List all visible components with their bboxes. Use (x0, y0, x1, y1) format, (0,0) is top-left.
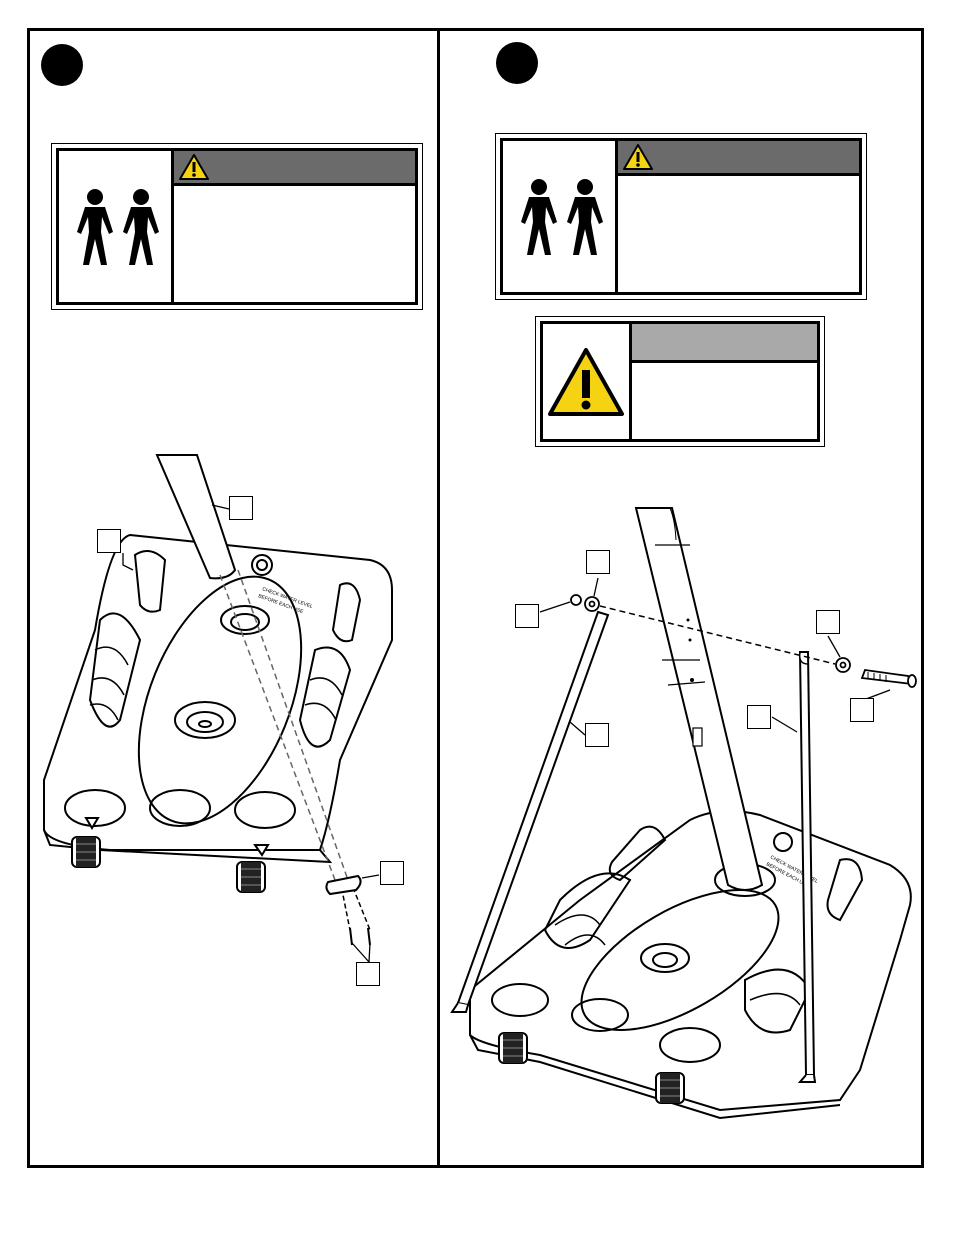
caution-header (632, 324, 817, 363)
callout-bolt-right (850, 698, 874, 722)
right-panel-wheel-left (498, 1032, 528, 1064)
left-pole (155, 454, 237, 580)
callout-nut-right (515, 604, 539, 628)
step-dot-right (496, 42, 538, 84)
callout-right-brace (747, 705, 771, 729)
warning-triangle-icon (179, 154, 209, 180)
callout-pole-left (229, 496, 253, 520)
mounting-plate (325, 874, 362, 896)
warning-header (618, 141, 859, 176)
left-brace (450, 610, 610, 1013)
left-warning-label (51, 143, 423, 310)
callout-washer-far (816, 610, 840, 634)
callout-washer-right (586, 550, 610, 574)
nut (570, 594, 582, 606)
callout-plate-left (380, 861, 404, 885)
bolt (860, 669, 914, 686)
right-panel-wheel-right (655, 1072, 685, 1104)
callout-left-brace (585, 723, 609, 747)
warning-triangle-icon (543, 324, 632, 439)
right-caution-label (535, 316, 825, 447)
left-alignment-lines (219, 569, 349, 881)
right-pole (634, 507, 764, 891)
warning-triangle-icon (623, 144, 653, 170)
hardware-row (570, 594, 917, 688)
warning-header (174, 151, 415, 186)
right-wheel (236, 861, 266, 893)
panel-divider (437, 28, 440, 1168)
right-warning-label (495, 133, 867, 300)
left-base (43, 533, 393, 864)
bolts-left (349, 927, 371, 946)
callout-bolts-left (356, 962, 380, 986)
left-wheel (71, 836, 101, 868)
callout-base-left (97, 529, 121, 553)
bolt-alignment-line (599, 605, 836, 665)
instruction-frame (27, 28, 924, 1168)
two-person-lift-icon (503, 141, 618, 292)
right-brace (797, 651, 817, 1083)
two-person-lift-icon (59, 151, 174, 302)
right-base (469, 810, 912, 1120)
step-dot-left (41, 44, 83, 86)
